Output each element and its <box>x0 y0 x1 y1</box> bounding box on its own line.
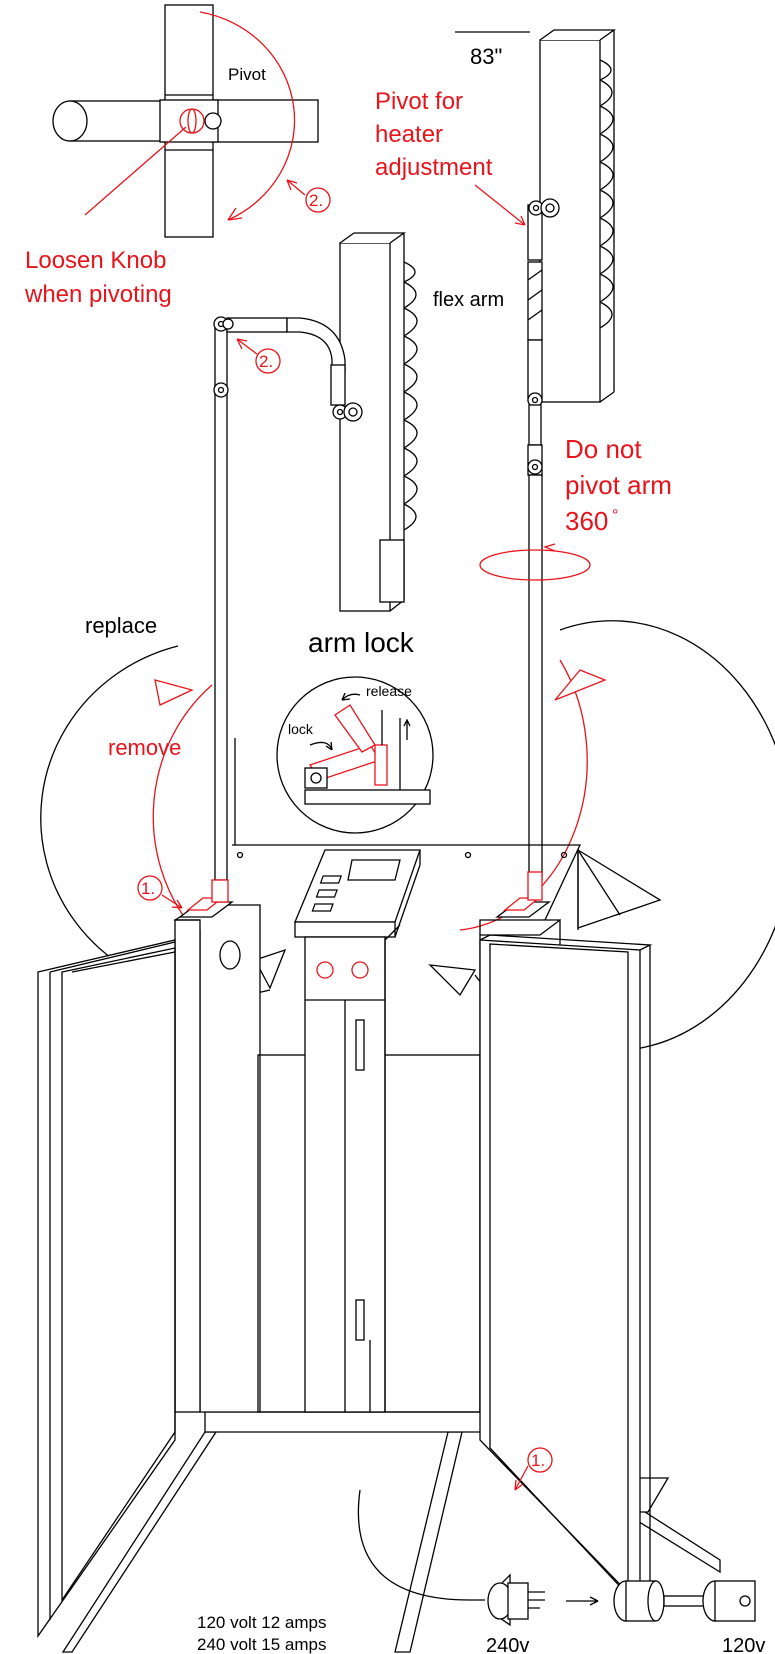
plug-arrow <box>566 1596 599 1606</box>
arm-lock-title: arm lock <box>308 627 415 658</box>
donot-line3: 360 <box>565 506 608 536</box>
flex-arm-label: flex arm <box>433 289 504 311</box>
step-1-label-arm: 1. <box>141 879 155 898</box>
release-label: release <box>366 683 412 699</box>
pivot-heater-line3: adjustment <box>375 154 493 181</box>
lock-label: lock <box>288 721 314 737</box>
right-door <box>479 934 653 1607</box>
degree-symbol: ° <box>612 507 618 524</box>
height-label: 83" <box>470 44 502 69</box>
step-1-marker-plug <box>527 1447 553 1473</box>
step-1-label-plug: 1. <box>531 1451 545 1470</box>
left-door <box>37 939 176 1639</box>
step-2-marker-arm <box>255 348 281 374</box>
plug-240v-label: 240v <box>486 1635 529 1654</box>
pivot-heater-line2: heater <box>375 121 443 148</box>
loosen-knob-line2: when pivoting <box>24 281 172 308</box>
step-1-marker-arm <box>137 875 163 901</box>
replace-label: replace <box>85 613 157 638</box>
back-panel <box>232 738 662 930</box>
rotation-ellipse <box>479 549 591 581</box>
pivot-detail <box>52 4 319 238</box>
remove-label: remove <box>108 735 181 760</box>
plug-240v <box>487 1573 545 1627</box>
step-2-label-arm: 2. <box>259 352 273 371</box>
loosen-knob-pointer <box>84 126 187 216</box>
step-2-marker-top <box>305 187 331 213</box>
right-arm-socket <box>495 871 551 918</box>
step-2-label-top: 2. <box>309 191 323 210</box>
left-arm <box>213 316 363 881</box>
right-arm <box>527 198 560 881</box>
power-cord <box>357 1489 485 1601</box>
right-heater <box>539 29 617 403</box>
right-rotation-arrow-inner <box>459 659 588 931</box>
pivot-label: Pivot <box>228 65 266 84</box>
pivot-rotation-arrow <box>199 11 296 221</box>
left-arm-socket <box>178 879 234 918</box>
power-line2: 240 volt 15 amps <box>197 1635 326 1654</box>
loosen-knob-line1: Loosen Knob <box>25 247 166 274</box>
power-line1: 120 volt 12 amps <box>197 1613 326 1632</box>
center-tower <box>294 849 421 1413</box>
plug-120v-label: 120v <box>722 1635 765 1654</box>
plug-120v <box>613 1580 756 1622</box>
donot-line2: pivot arm <box>565 470 672 500</box>
donot-line1: Do not <box>565 434 642 464</box>
remove-arrow <box>152 684 213 926</box>
pivot-heater-line1: Pivot for <box>375 88 463 115</box>
middle-heater <box>339 232 418 612</box>
arm-lock-mechanism <box>304 692 431 805</box>
